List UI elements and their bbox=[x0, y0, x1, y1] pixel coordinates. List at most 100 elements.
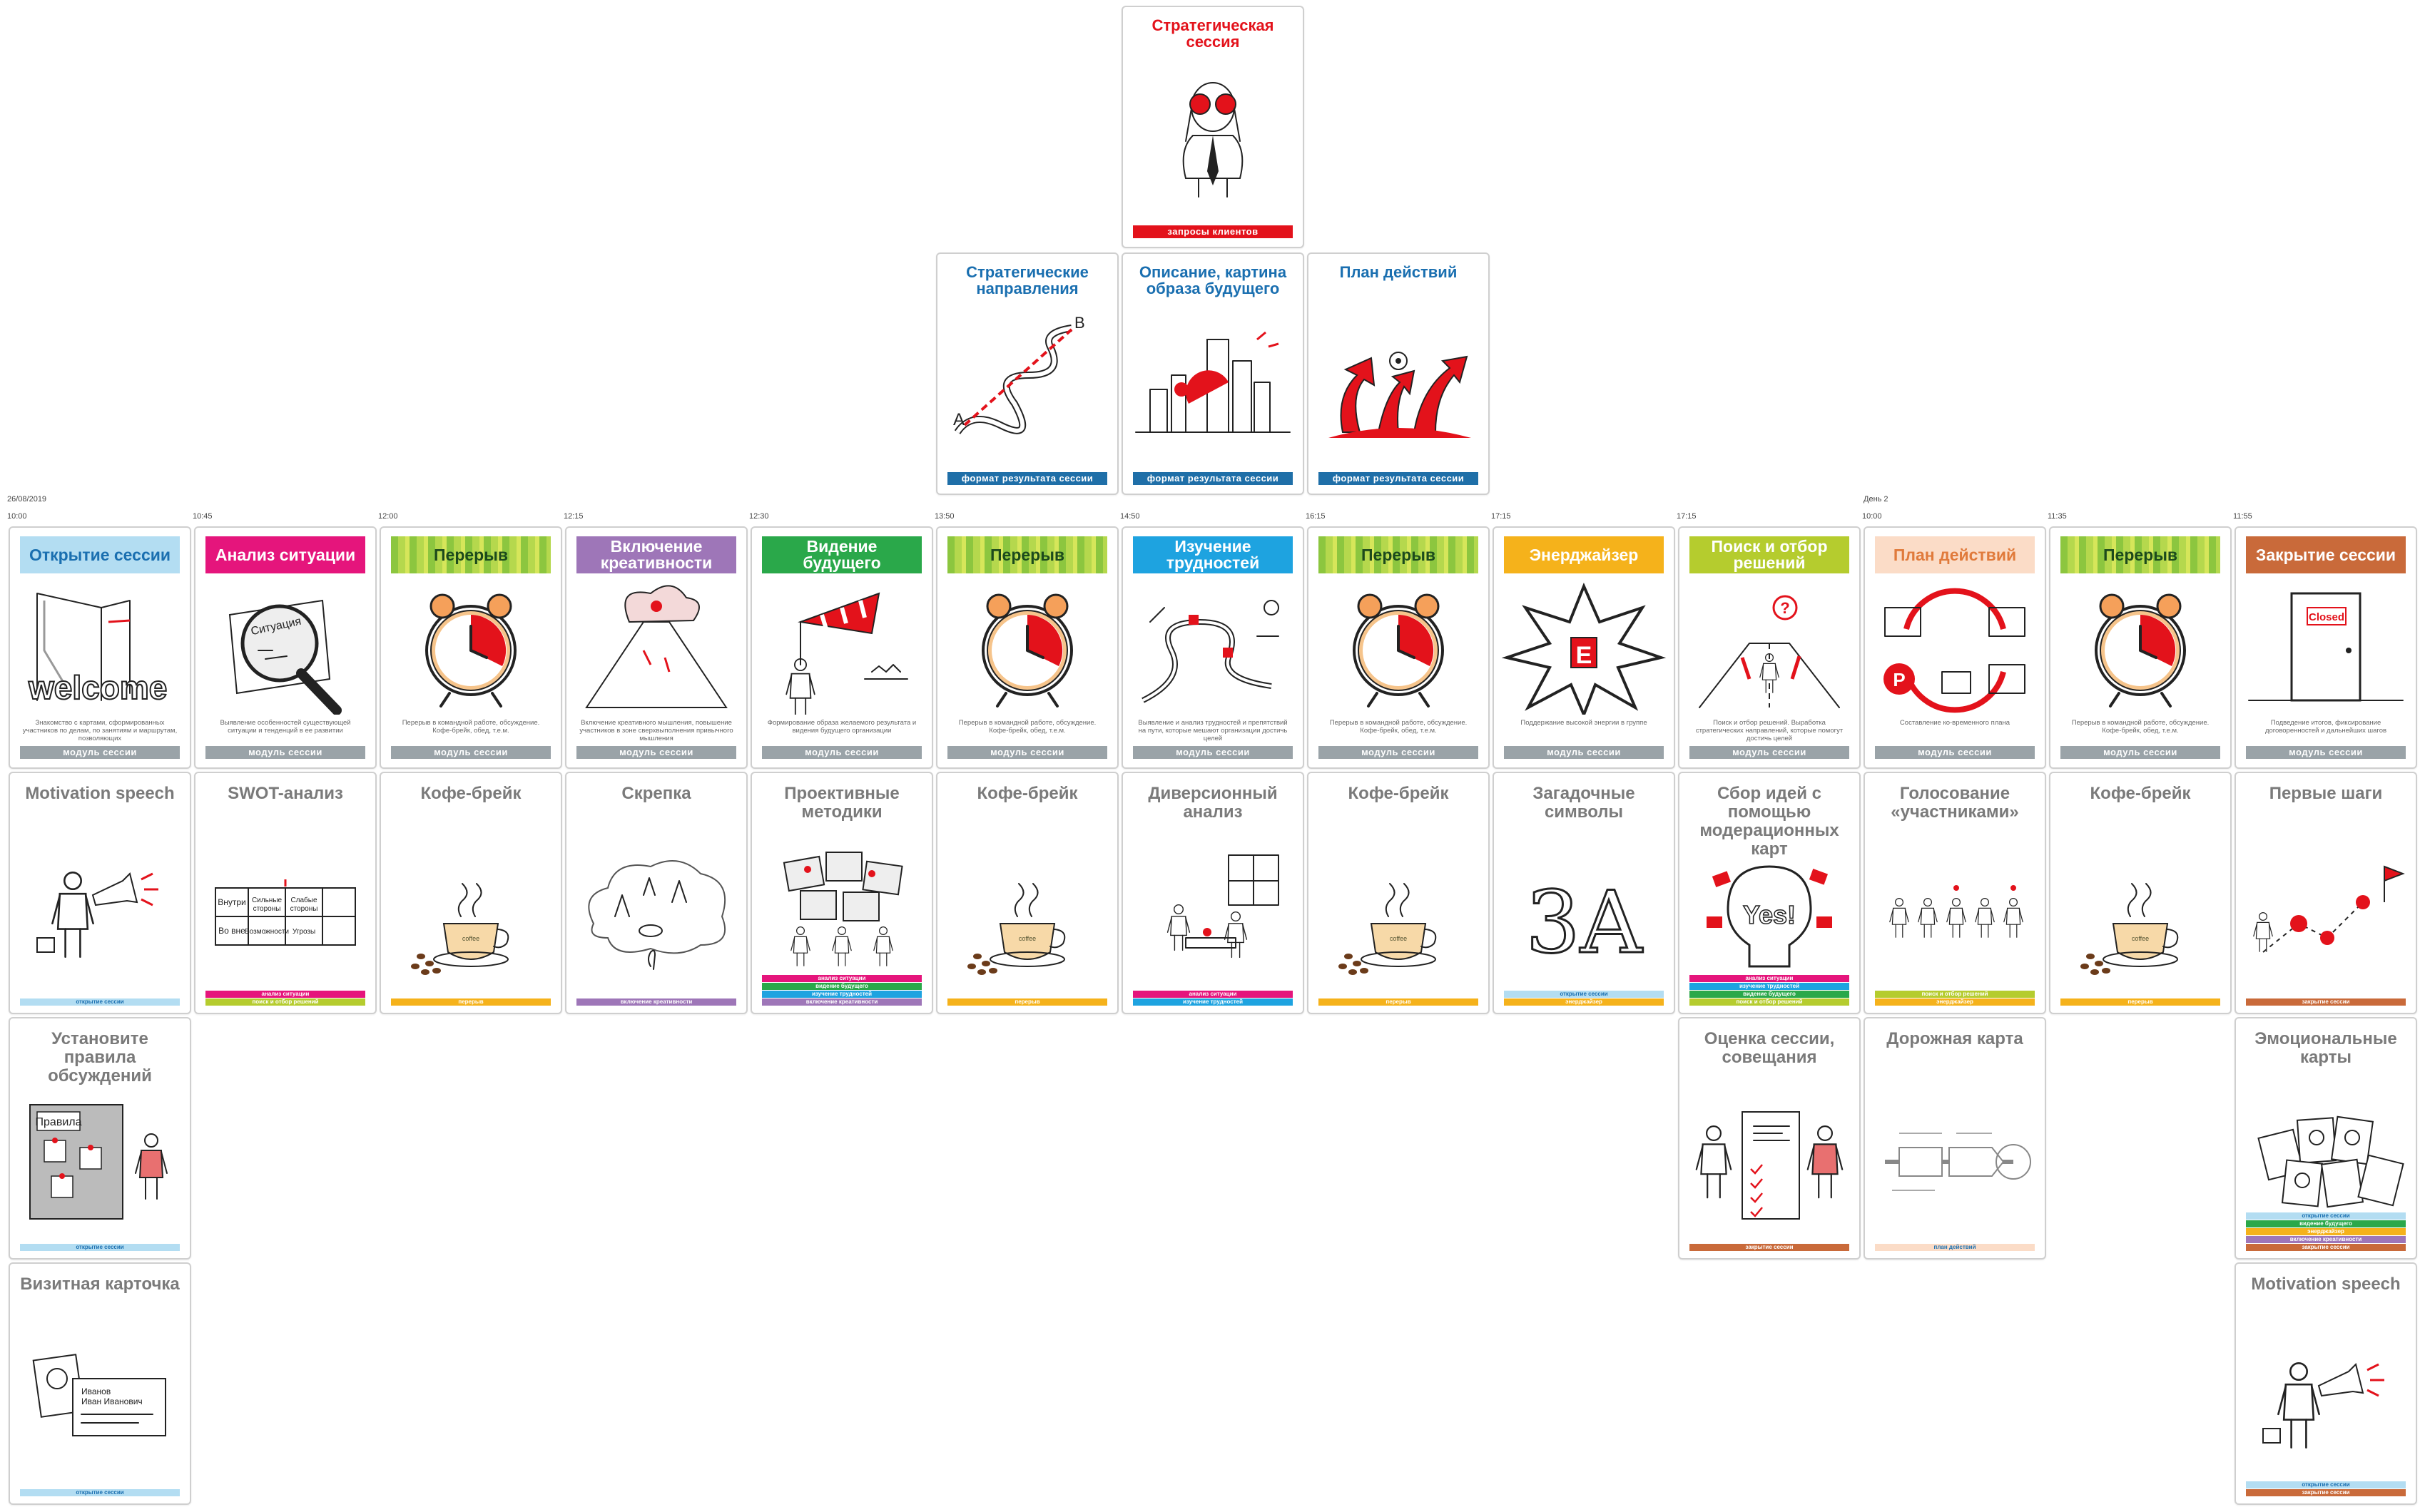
method-tag: перерыв bbox=[1318, 998, 1478, 1006]
method-tags: план действий bbox=[1875, 1244, 2035, 1251]
svg-text:стороны: стороны bbox=[290, 905, 318, 913]
svg-text:welcome: welcome bbox=[28, 669, 167, 706]
method-tag: поиск и отбор решений bbox=[1689, 998, 1849, 1006]
module-time: 11:35 bbox=[2048, 512, 2067, 521]
module-time: 17:15 bbox=[1491, 512, 1511, 521]
method-tags: перерыв bbox=[1318, 998, 1478, 1006]
day2-label: День 2 bbox=[1864, 495, 1888, 504]
method-tag: изучение трудностей bbox=[762, 991, 922, 998]
method-tag: видение будущего bbox=[2246, 1220, 2406, 1227]
method-title: Проективные методики bbox=[784, 784, 900, 822]
module-time: 10:00 bbox=[7, 512, 27, 521]
module-card[interactable]: Перерыв Перерыв в командной работе, обсу… bbox=[936, 526, 1119, 769]
method-title: Первые шаги bbox=[2269, 784, 2383, 803]
module-footer: модуль сессии bbox=[2246, 746, 2406, 759]
method-title: Загадочные символы bbox=[1532, 784, 1635, 822]
result-card-footer: формат результата сессии bbox=[947, 472, 1107, 485]
method-title: Оценка сессии, совещания bbox=[1704, 1029, 1835, 1067]
module-time: 11:55 bbox=[2233, 512, 2252, 521]
city-future-icon bbox=[1129, 311, 1297, 446]
module-time: 12:15 bbox=[564, 512, 584, 521]
module-banner: Видение будущего bbox=[762, 536, 922, 573]
closed-door-icon: Closed bbox=[2242, 579, 2410, 715]
method-tag: перерыв bbox=[391, 998, 551, 1006]
module-banner: Изучение трудностей bbox=[1133, 536, 1293, 573]
method-tag: анализ ситуации bbox=[762, 975, 922, 982]
module-footer: модуль сессии bbox=[391, 746, 551, 759]
svg-text:Сильные: Сильные bbox=[252, 897, 283, 904]
method-title: Дорожная карта bbox=[1886, 1029, 2023, 1048]
svg-text:Иван Иванович: Иван Иванович bbox=[81, 1396, 143, 1406]
coffee-cup-icon: coffee bbox=[943, 842, 1112, 984]
module-footer: модуль сессии bbox=[205, 746, 365, 759]
module-card[interactable]: Перерыв Перерыв в командной работе, обсу… bbox=[380, 526, 562, 769]
method-title: Кофе-брейк bbox=[1348, 784, 1449, 803]
alarm-clock-icon bbox=[387, 579, 555, 715]
module-description: Формирование образа желаемого результата… bbox=[767, 719, 917, 735]
module-time: 14:50 bbox=[1120, 512, 1140, 521]
svg-text:coffee: coffee bbox=[2132, 935, 2149, 942]
module-footer: модуль сессии bbox=[1318, 746, 1478, 759]
alarm-clock-icon bbox=[943, 579, 1112, 715]
method-tags: открытие сессии bbox=[20, 1489, 180, 1496]
method-tag: анализ ситуации bbox=[205, 991, 365, 998]
svg-text:Правила: Правила bbox=[36, 1116, 82, 1128]
module-banner: Поиск и отбор решений bbox=[1689, 536, 1849, 573]
alarm-clock-icon bbox=[2056, 579, 2225, 715]
welcome-door-icon: welcome bbox=[16, 579, 184, 715]
svg-text:Возможности: Возможности bbox=[245, 928, 289, 936]
binoculars-man-icon bbox=[1129, 64, 1297, 200]
method-card[interactable]: Голосование «участниками»поиск и отбор р… bbox=[1864, 772, 2046, 1014]
emotion-cards-icon bbox=[2242, 1087, 2410, 1230]
module-banner: Перерыв bbox=[2060, 536, 2220, 573]
rules-board-icon: Правила bbox=[16, 1087, 184, 1230]
magnifier-icon: Ситуация bbox=[201, 579, 370, 715]
result-card-title: Описание, картина образа будущего bbox=[1139, 263, 1287, 297]
method-tag: анализ ситуации bbox=[1689, 975, 1849, 982]
svg-text:Closed: Closed bbox=[2309, 611, 2344, 623]
result-card-title: Стратегические направления bbox=[966, 263, 1089, 297]
method-tags: закрытие сессии bbox=[2246, 998, 2406, 1006]
module-card[interactable]: Перерыв Перерыв в командной работе, обсу… bbox=[1307, 526, 1490, 769]
module-banner: Перерыв bbox=[947, 536, 1107, 573]
method-card[interactable]: Первые шаги закрытие сессии bbox=[2235, 772, 2417, 1014]
module-footer: модуль сессии bbox=[1689, 746, 1849, 759]
method-tags: открытие сессии bbox=[20, 998, 180, 1006]
module-card[interactable]: Перерыв Перерыв в командной работе, обсу… bbox=[2049, 526, 2232, 769]
module-description: Выявление особенностей существующей ситу… bbox=[220, 719, 351, 735]
method-card[interactable]: Дорожная карта план действий bbox=[1864, 1017, 2046, 1260]
module-card[interactable]: Поиск и отбор решений?Поиск и отбор реше… bbox=[1678, 526, 1861, 769]
module-banner: Энерджайзер bbox=[1504, 536, 1664, 573]
